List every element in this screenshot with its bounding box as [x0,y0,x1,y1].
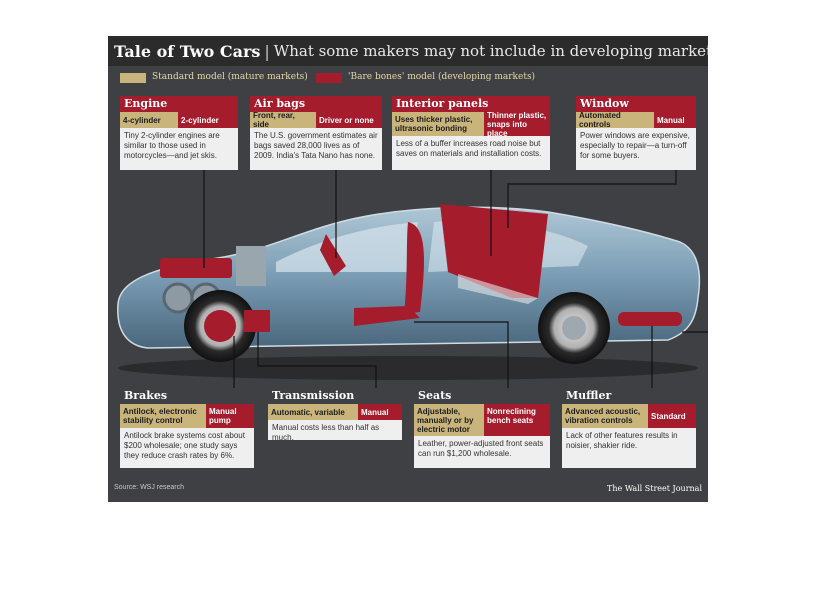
rear-seat [458,274,538,304]
transmission-bare: Manual [358,404,402,420]
card-muffler: Muffler Advanced acoustic, vibration con… [562,388,696,468]
seats-desc: Leather, power-adjusted front seats can … [418,439,544,458]
leader-seats [414,321,509,388]
interior-standard: Uses thicker plastic, ultrasonic bonding [392,112,484,136]
card-window-title: Window [576,96,696,112]
brakes-standard: Antilock, electronic stability control [120,404,206,428]
muffler-standard: Advanced acoustic, vibration controls [562,404,648,428]
infographic: Tale of Two Cars | What some makers may … [108,36,708,502]
card-muffler-title: Muffler [562,388,696,404]
transmission-desc: Manual costs less than half as much. [272,423,380,442]
page-subtitle: What some makers may not include in deve… [273,42,708,60]
muffler-highlight [618,312,682,326]
car-illustration [117,170,708,388]
title-bar: Tale of Two Cars | What some makers may … [108,36,708,66]
window-standard: Automated controls [576,111,654,129]
engine-bare: 2-cylinder [178,112,238,128]
muffler-bare: Standard [648,404,696,428]
interior-desc: Less of a buffer increases road noise bu… [396,139,542,158]
leader-window [507,170,677,228]
card-brakes-title: Brakes [120,388,254,404]
leader-transmission [257,332,377,388]
card-transmission-title: Transmission [268,388,402,404]
legend: Standard model (mature markets) 'Bare bo… [108,72,708,86]
transmission-standard: Automatic, variable [268,404,358,420]
brakes-bare: Manual pump [206,404,254,428]
airbags-bare: Driver or none [316,112,382,128]
card-seats-title: Seats [414,388,550,404]
window-desc: Power windows are expensive, especially … [580,131,690,160]
front-seat-highlight [354,306,420,326]
legend-standard-swatch [120,73,146,83]
transmission-highlight [244,310,270,332]
card-brakes: Brakes Antilock, electronic stability co… [120,388,254,468]
card-interior-title: Interior panels [392,96,550,112]
engine-standard: 4-cylinder [120,112,178,128]
steering-highlight [320,234,346,276]
window-bare: Manual [654,112,696,128]
airbags-standard: Front, rear, side [250,111,316,129]
brand-logo: The Wall Street Journal [607,484,702,493]
rear-hub [562,316,586,340]
airbags-desc: The U.S. government estimates air bags s… [254,131,378,160]
card-seats: Seats Adjustable, manually or by electri… [414,388,550,468]
legend-bare-swatch [316,73,342,83]
legend-standard-label: Standard model (mature markets) [152,72,308,82]
brakes-desc: Antilock brake systems cost about $200 w… [124,431,245,460]
interior-bare: Thinner plastic, snaps into place [484,111,550,138]
title-separator: | [264,41,270,61]
engine-component [236,246,266,286]
car-window [276,222,418,272]
card-airbags-title: Air bags [250,96,382,112]
interior-panel-highlight [440,204,548,298]
seats-standard: Adjustable, manually or by electric moto… [414,404,484,436]
engine-block [162,282,194,314]
legend-bare-label: 'Bare bones' model (developing markets) [348,72,536,82]
source-note: Source: WSJ research [114,484,185,491]
engine-highlight [160,258,232,278]
card-engine-title: Engine [120,96,238,112]
engine-desc: Tiny 2-cylinder engines are similar to t… [124,131,220,160]
page-title: Tale of Two Cars [114,41,261,61]
card-interior: Interior panels Uses thicker plastic, ul… [392,96,550,170]
front-seat-back-highlight [404,222,424,314]
car-shadow [118,356,698,380]
seats-bare: Nonreclining bench seats [484,404,550,436]
muffler-desc: Lack of other features results in noisie… [566,431,678,450]
brake-highlight [204,310,236,342]
